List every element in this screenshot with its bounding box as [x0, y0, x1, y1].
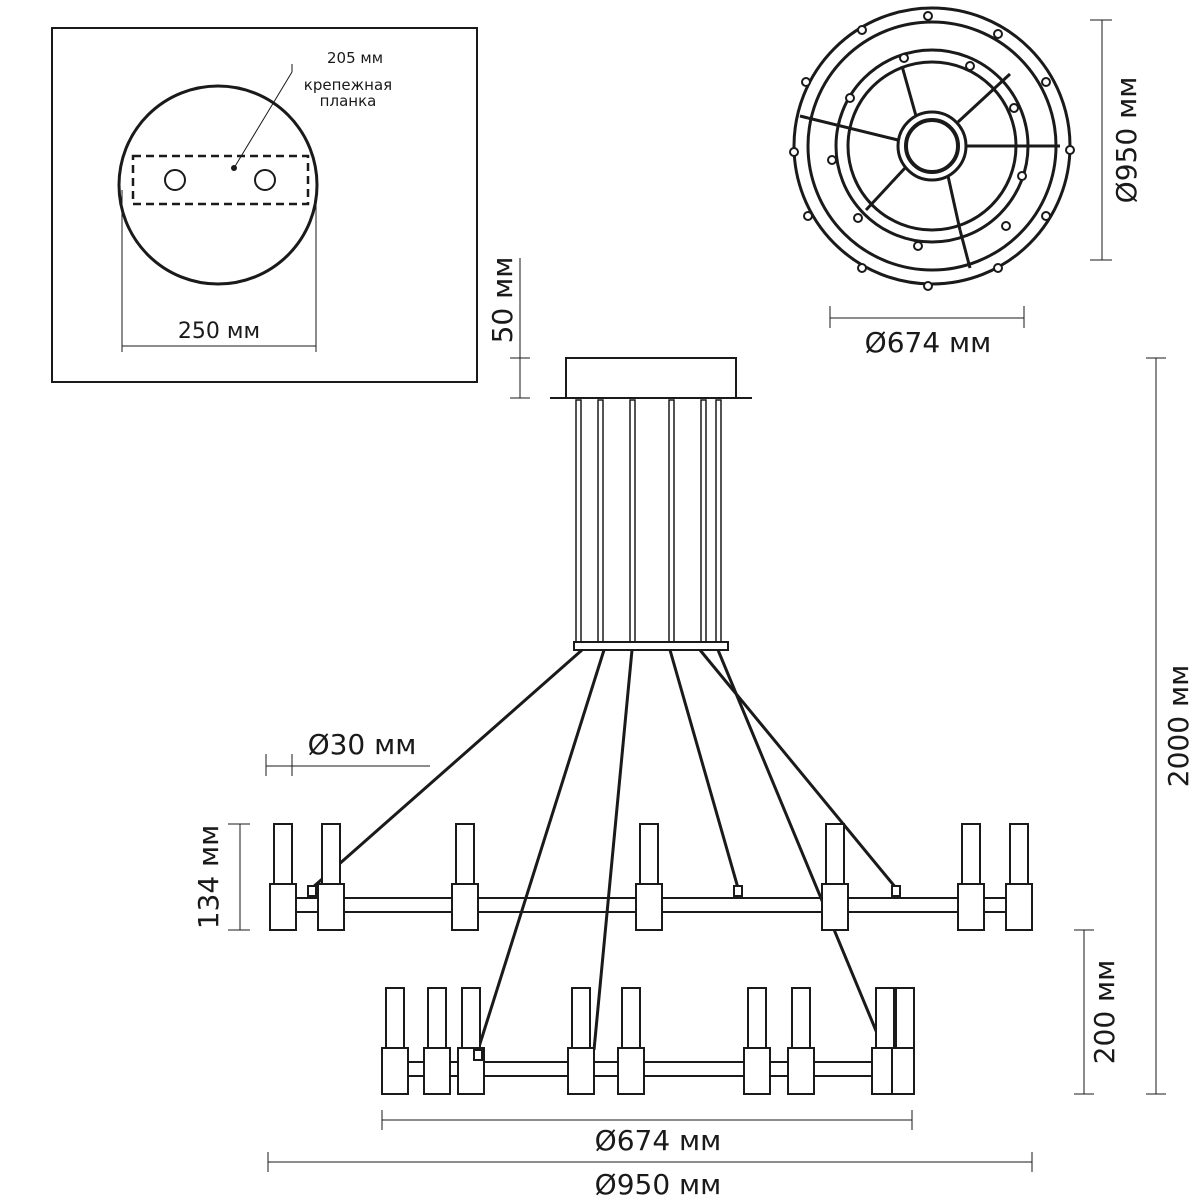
spoke-outer [799, 114, 809, 120]
mount-hole-left [164, 169, 186, 191]
canopy-diameter-label: 250 мм [178, 319, 260, 344]
ring-spacing-label: 200 мм [1088, 960, 1121, 1065]
spoke [900, 65, 918, 117]
lamp [957, 823, 985, 931]
arm-joint [473, 1049, 483, 1061]
lamp [821, 823, 849, 931]
mount-bar-label-line2: планка [320, 92, 377, 110]
mount-hole-right [254, 169, 276, 191]
top-view: Ø950 мм Ø674 мм [789, 6, 1143, 359]
spoke [807, 116, 899, 142]
hub-inner [904, 118, 960, 174]
suspension-rods [575, 399, 722, 643]
canopy-circle [117, 84, 319, 286]
lamp [457, 987, 485, 1095]
canopy-height-label: 50 мм [486, 257, 519, 344]
lamp [891, 987, 915, 1095]
lamp [423, 987, 451, 1095]
spoke [864, 166, 907, 212]
rod-collar [573, 641, 729, 651]
spoke [946, 175, 962, 231]
arm-joint [891, 885, 901, 897]
lamp [567, 987, 595, 1095]
lamp [451, 823, 479, 931]
hub-outer [896, 110, 968, 182]
support-arms [311, 648, 898, 1051]
lamp [1005, 823, 1033, 931]
inset-frame [51, 27, 478, 383]
lamp [617, 987, 645, 1095]
mounting-inset: 205 мм крепежная планка 250 мм [51, 27, 478, 383]
lamp [635, 823, 663, 931]
lamp [317, 823, 345, 931]
spoke [956, 72, 1012, 124]
total-height-label: 2000 мм [1162, 665, 1195, 787]
spoke-outer [958, 229, 972, 269]
lamp [787, 987, 815, 1095]
side-view: 50 мм 2000 мм Ø30 мм 134 мм 200 мм Ø674 … [192, 257, 1195, 1200]
top-inner-diameter-label: Ø674 мм [865, 326, 992, 359]
lamp [269, 823, 297, 931]
lamp-dots [789, 11, 1075, 291]
mounting-bar [131, 154, 310, 206]
upper-ring-diameter-label: Ø950 мм [595, 1168, 722, 1200]
lower-ring-lamps [381, 987, 915, 1095]
upper-ring-lamps [269, 823, 1033, 931]
lower-ring-diameter-label: Ø674 мм [595, 1124, 722, 1157]
tube-diameter-label: Ø30 мм [308, 728, 417, 761]
ceiling-canopy [565, 357, 737, 399]
lamp [743, 987, 771, 1095]
mount-bar-width-label: 205 мм [327, 49, 383, 67]
top-outer-diameter-label: Ø950 мм [1110, 77, 1143, 204]
mount-bar-leader [233, 71, 293, 169]
arm-joint [307, 885, 317, 897]
upper-ring-height-label: 134 мм [192, 825, 225, 930]
lamp [381, 987, 409, 1095]
mount-bar-label-line1: крепежная [304, 76, 392, 94]
arm-joint [733, 885, 743, 897]
